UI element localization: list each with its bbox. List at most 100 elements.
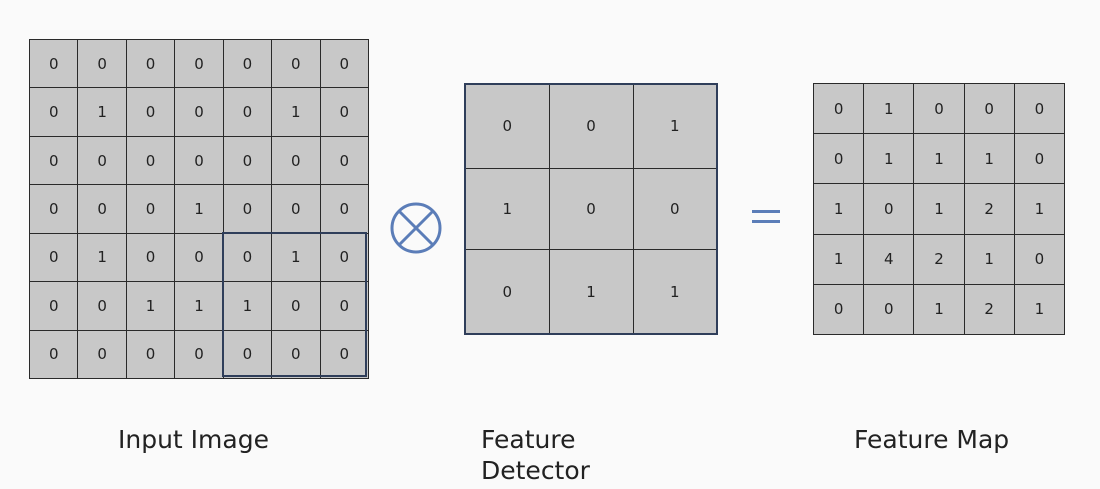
feature-map-cell: 0 <box>1013 82 1066 135</box>
convolution-operator-icon <box>390 202 442 254</box>
input-image-cell: 0 <box>125 87 176 137</box>
input-image-cell: 0 <box>319 38 370 89</box>
input-image-cell: 1 <box>222 281 273 331</box>
feature-map-cell: 0 <box>963 82 1015 135</box>
feature-detector-cell: 1 <box>464 167 550 251</box>
input-image-cell: 0 <box>28 87 79 137</box>
feature-detector-cell: 0 <box>548 83 634 169</box>
feature-map-cell: 4 <box>863 233 915 285</box>
feature-detector-cell: 1 <box>632 83 718 169</box>
input-image-cell: 1 <box>77 232 127 283</box>
feature-map-cell: 0 <box>913 82 965 135</box>
input-image-cell: 1 <box>174 281 224 331</box>
input-image-cell: 0 <box>174 38 224 89</box>
feature-map-cell: 1 <box>913 283 965 336</box>
input-image-cell: 0 <box>271 135 321 186</box>
input-image-cell: 0 <box>271 329 321 380</box>
feature-map-cell: 1 <box>1013 183 1066 235</box>
feature-detector-caption: Feature Detector <box>481 424 590 486</box>
input-image-cell: 0 <box>174 135 224 186</box>
input-image-cell: 0 <box>319 232 370 283</box>
input-image-cell: 0 <box>319 329 370 380</box>
input-image-cell: 0 <box>174 87 224 137</box>
feature-detector-cell: 0 <box>464 83 550 169</box>
input-image-cell: 0 <box>77 281 127 331</box>
feature-map-cell: 1 <box>913 133 965 185</box>
feature-map-cell: 0 <box>1013 233 1066 285</box>
input-image-cell: 0 <box>28 184 79 234</box>
feature-map-cell: 0 <box>812 133 865 185</box>
input-image-cell: 0 <box>319 135 370 186</box>
feature-detector-caption-line1: Feature <box>481 425 576 454</box>
input-image-caption: Input Image <box>118 425 269 454</box>
feature-detector-cell: 1 <box>632 249 718 335</box>
input-image-cell: 0 <box>222 87 273 137</box>
feature-detector-caption-line2: Detector <box>481 456 590 485</box>
input-image-cell: 1 <box>174 184 224 234</box>
feature-detector-cell: 0 <box>464 249 550 335</box>
feature-map-cell: 0 <box>863 283 915 336</box>
input-image-cell: 1 <box>271 87 321 137</box>
feature-map-cell: 1 <box>963 133 1015 185</box>
feature-map-cell: 1 <box>1013 283 1066 336</box>
feature-map-cell: 2 <box>963 183 1015 235</box>
feature-detector-cell: 0 <box>632 167 718 251</box>
input-image-cell: 0 <box>125 232 176 283</box>
input-image-cell: 1 <box>125 281 176 331</box>
input-image-cell: 0 <box>125 38 176 89</box>
feature-map-cell: 0 <box>812 82 865 135</box>
feature-map-cell: 0 <box>1013 133 1066 185</box>
feature-map-caption: Feature Map <box>854 425 1010 454</box>
feature-map-cell: 2 <box>913 233 965 285</box>
input-image-cell: 0 <box>222 232 273 283</box>
input-image-cell: 0 <box>77 38 127 89</box>
input-image-cell: 0 <box>125 329 176 380</box>
input-image-cell: 0 <box>222 135 273 186</box>
input-image-cell: 0 <box>28 135 79 186</box>
input-image-cell: 0 <box>271 281 321 331</box>
feature-map-cell: 1 <box>963 233 1015 285</box>
input-image-cell: 0 <box>77 184 127 234</box>
input-image-cell: 0 <box>77 329 127 380</box>
input-image-cell: 0 <box>28 232 79 283</box>
input-image-cell: 0 <box>222 329 273 380</box>
input-image-cell: 0 <box>319 184 370 234</box>
equals-icon <box>752 210 780 223</box>
input-image-cell: 0 <box>319 281 370 331</box>
input-image-cell: 0 <box>319 87 370 137</box>
feature-map-cell: 1 <box>812 233 865 285</box>
feature-map-cell: 1 <box>863 133 915 185</box>
feature-map-cell: 1 <box>812 183 865 235</box>
feature-map-cell: 1 <box>913 183 965 235</box>
input-image-cell: 0 <box>28 329 79 380</box>
input-image-cell: 0 <box>28 281 79 331</box>
input-image-cell: 0 <box>174 329 224 380</box>
input-image-cell: 0 <box>271 184 321 234</box>
input-image-cell: 0 <box>28 38 79 89</box>
feature-map-cell: 0 <box>812 283 865 336</box>
input-image-cell: 0 <box>77 135 127 186</box>
input-image-cell: 0 <box>222 38 273 89</box>
input-image-cell: 1 <box>77 87 127 137</box>
feature-map-cell: 1 <box>863 82 915 135</box>
input-image-cell: 1 <box>271 232 321 283</box>
feature-detector-cell: 0 <box>548 167 634 251</box>
input-image-cell: 0 <box>125 184 176 234</box>
